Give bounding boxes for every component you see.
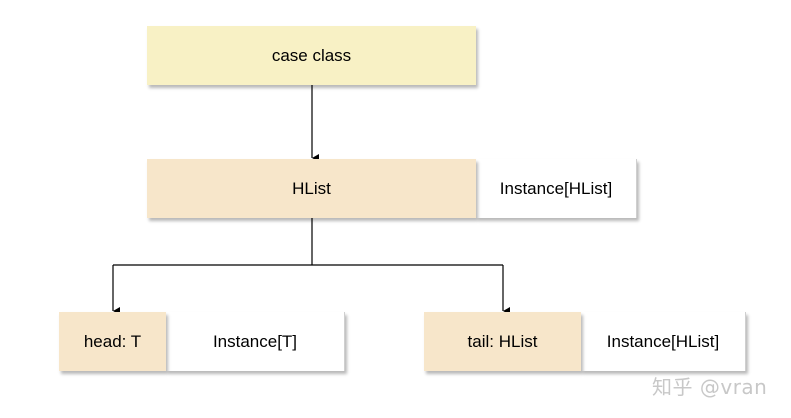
node-tail-instance: Instance[HList] <box>581 312 746 371</box>
node-case-class: case class <box>147 26 476 85</box>
node-hlist-instance: Instance[HList] <box>476 159 637 218</box>
node-head-instance: Instance[T] <box>166 312 345 371</box>
node-tail-instance-label: Instance[HList] <box>606 331 720 351</box>
node-hlist-label: HList <box>292 178 331 198</box>
watermark: 知乎 @vran <box>652 375 768 399</box>
node-hlist-instance-label: Instance[HList] <box>499 178 613 198</box>
node-head-instance-label: Instance[T] <box>212 331 298 351</box>
node-hlist: HList <box>147 159 476 218</box>
node-case-class-label: case class <box>271 45 352 65</box>
node-head: head: T <box>59 312 166 371</box>
node-tail: tail: HList <box>424 312 581 371</box>
node-head-label: head: T <box>83 331 142 351</box>
node-tail-label: tail: HList <box>467 331 538 351</box>
